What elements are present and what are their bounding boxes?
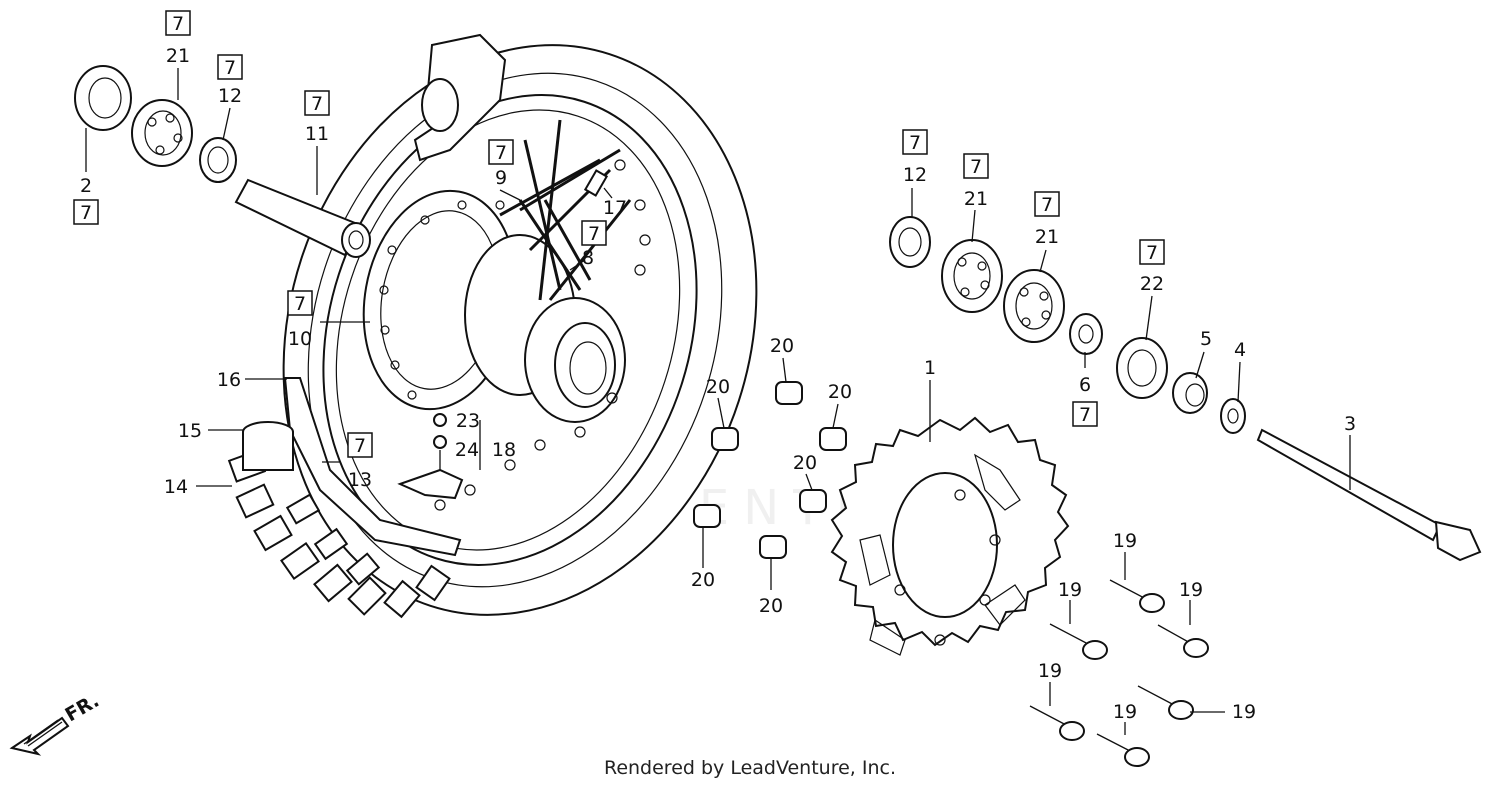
- callout-6: 6: [1079, 374, 1091, 396]
- bearing-21-left: [131, 99, 193, 167]
- rim-lock: [397, 468, 464, 500]
- distance-collar-11: [234, 178, 371, 258]
- callout-20: 20: [691, 569, 715, 591]
- callout-11: 11: [305, 123, 329, 145]
- ref-box-label: 7: [1079, 404, 1091, 426]
- callout-2: 2: [80, 175, 92, 197]
- washer-4: [1220, 398, 1246, 434]
- callout-10: 10: [288, 328, 312, 350]
- dust-seal-2: [74, 65, 132, 131]
- bearing-21-right-a: [941, 239, 1003, 313]
- front-direction-arrow: FR.: [9, 690, 103, 756]
- bolts-19: [1029, 579, 1209, 767]
- dust-seal-22: [1116, 337, 1168, 399]
- ref-box-label: 7: [172, 13, 184, 35]
- collar-5: [1172, 372, 1208, 414]
- ref-box-label: 7: [1146, 242, 1158, 264]
- callout-14: 14: [164, 476, 188, 498]
- callout-12: 12: [903, 164, 927, 186]
- callout-18: 18: [492, 439, 516, 461]
- callout-20: 20: [770, 335, 794, 357]
- oil-seal-12-right: [889, 216, 931, 268]
- callout-16: 16: [217, 369, 241, 391]
- ref-box-label: 7: [354, 435, 366, 457]
- callout-19: 19: [1232, 701, 1256, 723]
- valve-cap: [583, 169, 609, 197]
- callout-20: 20: [828, 381, 852, 403]
- hub-bolt-holes: [379, 200, 505, 400]
- ref-box-label: 7: [970, 156, 982, 178]
- ref-box-label: 7: [495, 142, 507, 164]
- ref-box-label: 7: [588, 223, 600, 245]
- callout-1: 1: [924, 357, 936, 379]
- callout-20: 20: [706, 376, 730, 398]
- nuts-20: [693, 381, 847, 559]
- rim-band: [283, 377, 462, 557]
- callout-20: 20: [759, 595, 783, 617]
- callout-9: 9: [495, 167, 507, 189]
- callout-3: 3: [1344, 413, 1356, 435]
- callout-19: 19: [1038, 660, 1062, 682]
- leader-lines: [85, 68, 1351, 735]
- ref-box-label: 7: [311, 93, 323, 115]
- callout-13: 13: [348, 469, 372, 491]
- ref-box-label: 7: [80, 202, 92, 224]
- sprocket-1: [830, 416, 1070, 656]
- callout-21: 21: [964, 188, 988, 210]
- callout-19: 19: [1113, 530, 1137, 552]
- callout-12: 12: [218, 85, 242, 107]
- axle-3: [1256, 428, 1482, 562]
- callout-19: 19: [1179, 579, 1203, 601]
- callout-15: 15: [178, 420, 202, 442]
- callout-4: 4: [1234, 339, 1246, 361]
- callout-19: 19: [1058, 579, 1082, 601]
- footer-credit: Rendered by LeadVenture, Inc.: [603, 757, 897, 779]
- oil-seal-12-left: [199, 137, 237, 183]
- ref-box-label: 7: [1041, 194, 1053, 216]
- ref-box-label: 7: [224, 57, 236, 79]
- callout-24: 24: [455, 439, 479, 461]
- callout-17: 17: [603, 197, 627, 219]
- nut-24: [433, 435, 447, 449]
- callout-23: 23: [456, 410, 480, 432]
- callout-8: 8: [582, 247, 594, 269]
- callout-5: 5: [1200, 328, 1212, 350]
- ref-box-label: 7: [909, 132, 921, 154]
- callout-21: 21: [1035, 226, 1059, 248]
- callout-20: 20: [793, 452, 817, 474]
- callout-21: 21: [166, 45, 190, 67]
- callout-labels: 21 12 11 2 9 17 8 10 16 15 14 13 23 24 1…: [80, 45, 1356, 723]
- callout-19: 19: [1113, 701, 1137, 723]
- rear-wheel: [227, 33, 758, 619]
- callout-22: 22: [1140, 273, 1164, 295]
- bearing-21-right-b: [1003, 269, 1065, 343]
- front-label: FR.: [62, 690, 103, 727]
- rim-spoke-holes: [434, 159, 651, 511]
- reference-boxes: 7 7 7 7 7 7 7 7 7 7 7 7 7: [73, 10, 1165, 458]
- ref-box-label: 7: [294, 293, 306, 315]
- retainer-6: [1069, 313, 1103, 355]
- nut-23: [433, 413, 447, 427]
